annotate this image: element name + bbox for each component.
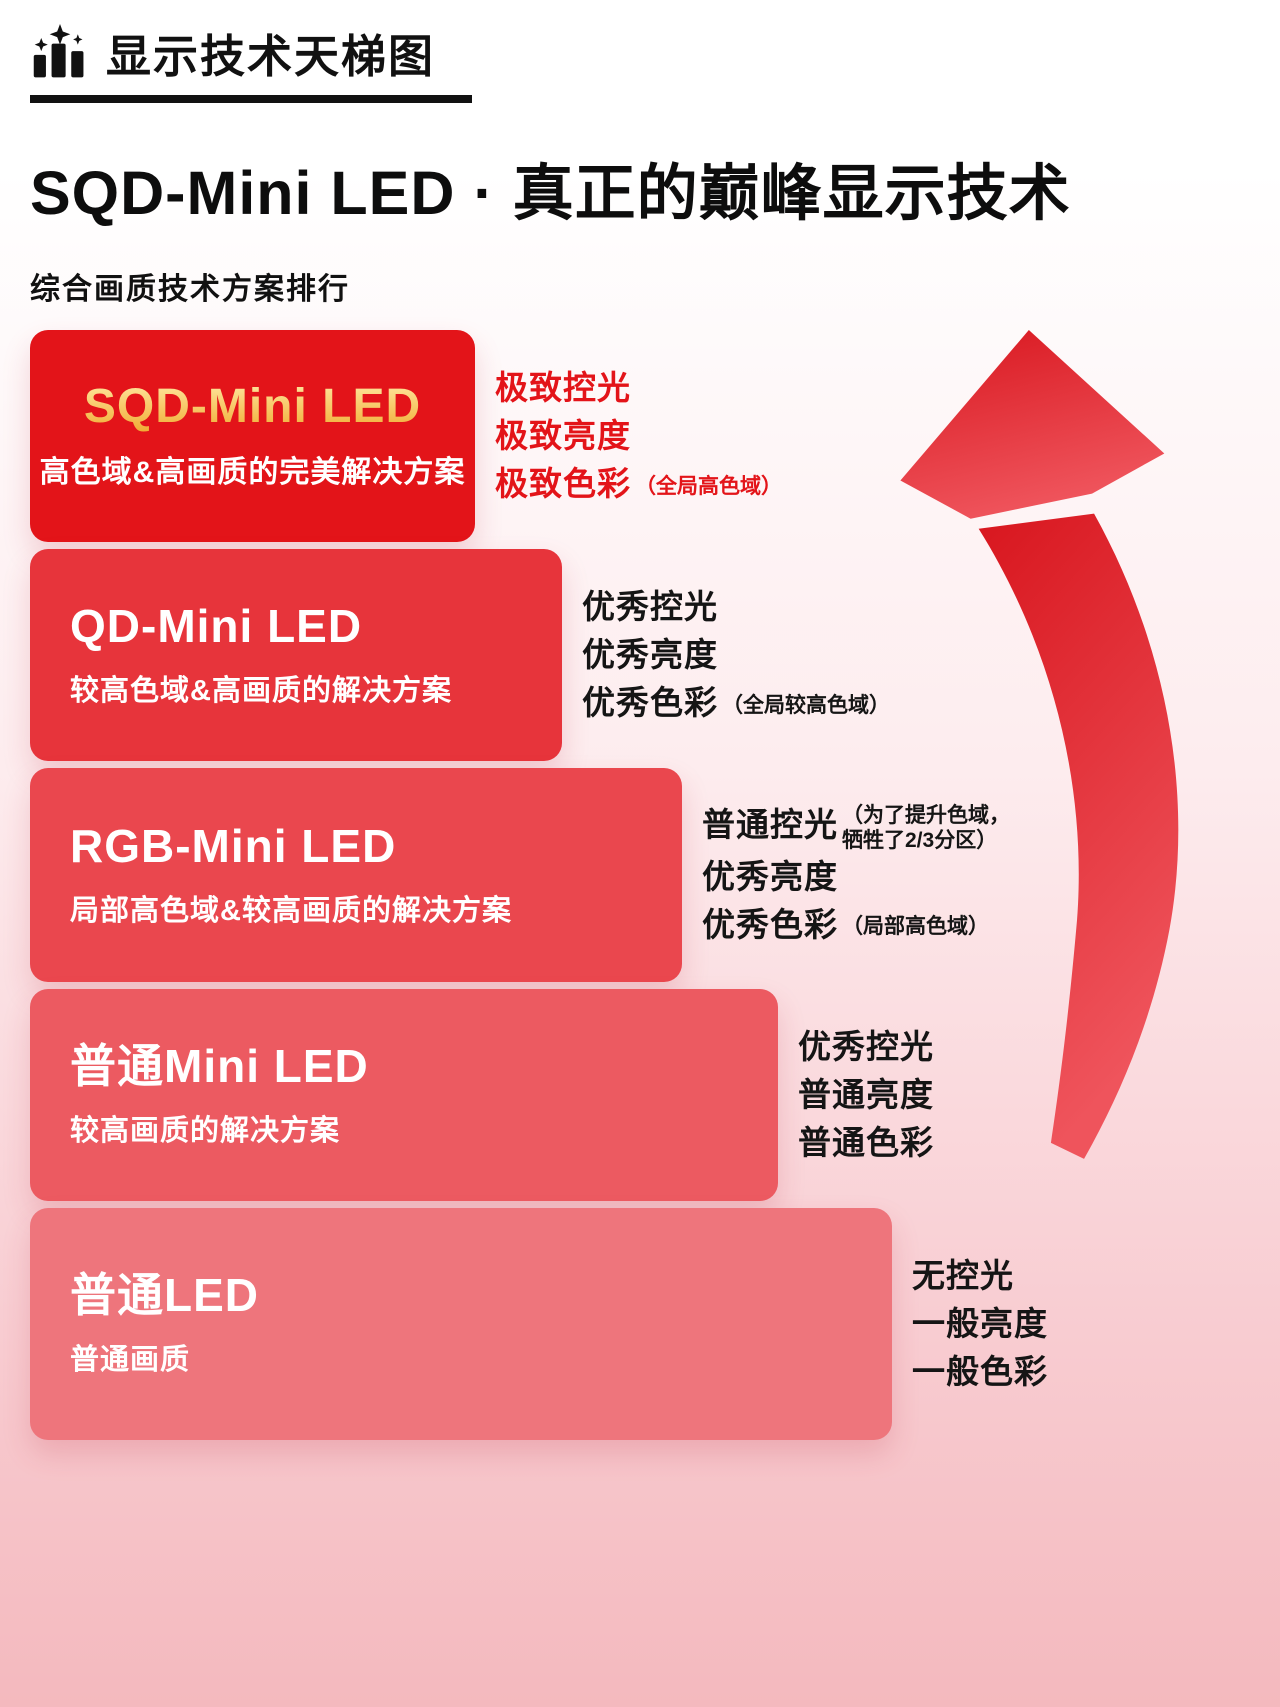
feature-line: 一般亮度 (912, 1300, 1052, 1348)
header-underline (30, 95, 472, 103)
tier-features: 优秀控光 普通亮度 普通色彩 (798, 1023, 938, 1167)
feature-text: 优秀色彩 (702, 905, 838, 943)
feature-line: 极致控光 (495, 364, 782, 412)
tier-description: 普通画质 (70, 1344, 191, 1377)
feature-line: 优秀色彩（局部高色域） (702, 901, 1010, 949)
podium-stars-icon (30, 23, 90, 83)
feature-note: （为了提升色域， 牺牲了2/3分区） (842, 803, 1010, 852)
feature-text: 极致亮度 (495, 417, 631, 455)
tier-row-sqd-mini-led: SQD-Mini LED 高色域&高画质的完美解决方案 极致控光 极致亮度 极致… (30, 330, 1250, 542)
tier-features: 普通控光（为了提升色域， 牺牲了2/3分区） 优秀亮度 优秀色彩（局部高色域） (702, 801, 1010, 948)
feature-text: 无控光 (912, 1257, 1014, 1295)
feature-line: 优秀控光 (582, 583, 890, 631)
feature-text: 优秀亮度 (582, 636, 718, 674)
ranking-subtitle: 综合画质技术方案排行 (30, 273, 350, 306)
tier-row-ordinary-led: 普通LED 普通画质 无控光 一般亮度 一般色彩 (30, 1208, 1250, 1440)
header-title: 显示技术天梯图 (106, 31, 436, 82)
main-title: SQD-Mini LED · 真正的巅峰显示技术 (30, 159, 1071, 227)
feature-line: 无控光 (912, 1252, 1052, 1300)
feature-text: 优秀色彩 (582, 683, 718, 721)
feature-text: 普通控光 (702, 806, 838, 844)
feature-line: 优秀色彩（全局较高色域） (582, 679, 890, 727)
feature-text: 一般亮度 (912, 1305, 1048, 1343)
tier-name: RGB-Mini LED (70, 819, 397, 872)
tier-row-ordinary-mini-led: 普通Mini LED 较高画质的解决方案 优秀控光 普通亮度 普通色彩 (30, 989, 1250, 1201)
header: 显示技术天梯图 (30, 20, 1250, 85)
feature-line: 极致色彩（全局高色域） (495, 460, 782, 508)
tier-block: 普通LED 普通画质 (30, 1208, 892, 1440)
tier-name: 普通LED (70, 1268, 259, 1321)
feature-text: 普通亮度 (798, 1076, 934, 1114)
tier-staircase: SQD-Mini LED 高色域&高画质的完美解决方案 极致控光 极致亮度 极致… (30, 330, 1250, 1440)
tier-block: 普通Mini LED 较高画质的解决方案 (30, 989, 778, 1201)
tier-description: 高色域&高画质的完美解决方案 (39, 456, 466, 490)
feature-line: 优秀亮度 (702, 853, 1010, 901)
tier-block: RGB-Mini LED 局部高色域&较高画质的解决方案 (30, 768, 682, 982)
feature-note: （全局高色域） (635, 474, 782, 498)
feature-text: 优秀控光 (582, 588, 718, 626)
tier-name: QD-Mini LED (70, 599, 363, 652)
feature-text: 极致控光 (495, 369, 631, 407)
feature-text: 一般色彩 (912, 1352, 1048, 1390)
feature-note: （局部高色域） (842, 915, 989, 939)
feature-text: 优秀亮度 (702, 857, 838, 895)
tier-features: 优秀控光 优秀亮度 优秀色彩（全局较高色域） (582, 583, 890, 727)
tier-row-rgb-mini-led: RGB-Mini LED 局部高色域&较高画质的解决方案 普通控光（为了提升色域… (30, 768, 1250, 982)
feature-line: 普通控光（为了提升色域， 牺牲了2/3分区） (702, 801, 1010, 852)
tier-description: 较高画质的解决方案 (70, 1115, 341, 1148)
tier-features: 无控光 一般亮度 一般色彩 (912, 1252, 1052, 1396)
tier-description: 局部高色域&较高画质的解决方案 (70, 895, 512, 928)
tier-block: SQD-Mini LED 高色域&高画质的完美解决方案 (30, 330, 475, 542)
feature-text: 普通色彩 (798, 1123, 934, 1161)
tier-description: 较高色域&高画质的解决方案 (70, 675, 452, 708)
feature-line: 普通色彩 (798, 1119, 938, 1167)
feature-text: 优秀控光 (798, 1028, 934, 1066)
feature-line: 优秀亮度 (582, 631, 890, 679)
feature-line: 优秀控光 (798, 1023, 938, 1071)
tier-name: SQD-Mini LED (83, 379, 422, 433)
tier-name: 普通Mini LED (70, 1039, 369, 1092)
tier-row-qd-mini-led: QD-Mini LED 较高色域&高画质的解决方案 优秀控光 优秀亮度 优秀色彩… (30, 549, 1250, 761)
feature-line: 普通亮度 (798, 1071, 938, 1119)
tier-block: QD-Mini LED 较高色域&高画质的解决方案 (30, 549, 562, 761)
feature-line: 一般色彩 (912, 1348, 1052, 1396)
upward-curved-arrow-icon (900, 330, 1179, 1159)
feature-text: 极致色彩 (495, 464, 631, 502)
feature-line: 极致亮度 (495, 412, 782, 460)
feature-note: （全局较高色域） (722, 693, 890, 717)
tier-features: 极致控光 极致亮度 极致色彩（全局高色域） (495, 364, 782, 508)
